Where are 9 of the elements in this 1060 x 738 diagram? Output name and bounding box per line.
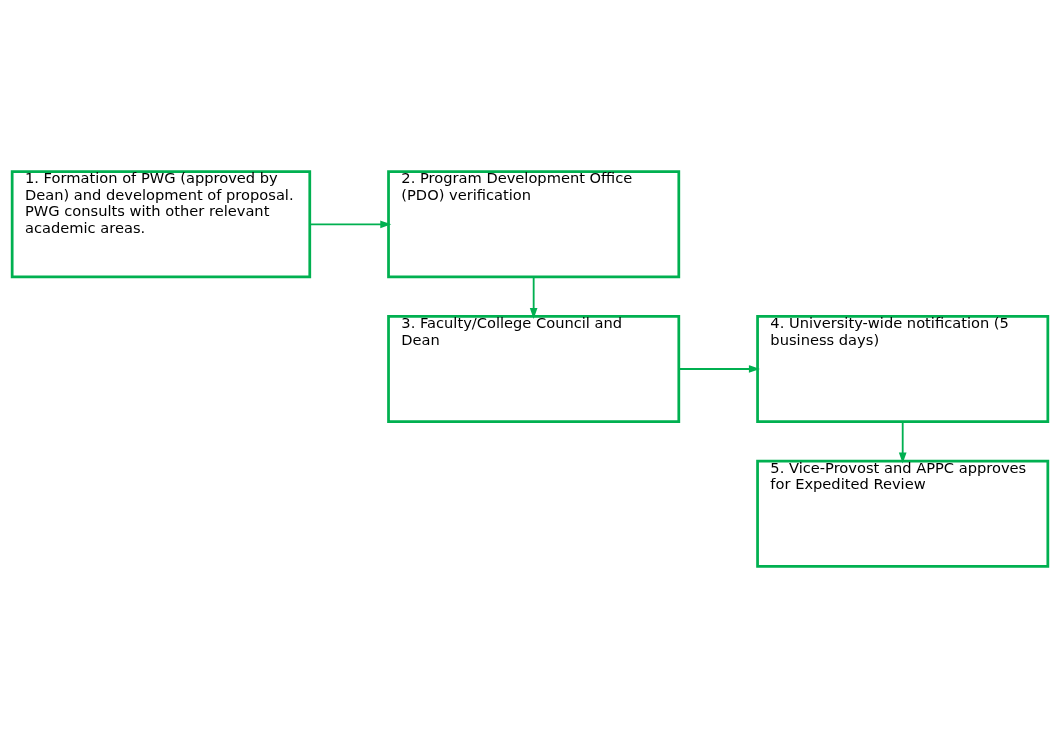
node-box: 1. Formation of PWG (approved by Dean) and development of proposal. PWG consults with other relevant academic areas. [10, 170, 312, 279]
arrow [898, 420, 907, 464]
node-box: 5. Vice-Provost and APPC approves for Expedited Review [756, 459, 1050, 568]
arrow [308, 220, 392, 229]
node-box: 4. University-wide notification (5 business days) [756, 314, 1050, 424]
node-box: 2. Program Development Office (PDO) verification [387, 170, 681, 279]
arrow [678, 365, 760, 373]
arrow [529, 276, 538, 319]
node-box: 3. Faculty/College Council and Dean [387, 314, 681, 424]
